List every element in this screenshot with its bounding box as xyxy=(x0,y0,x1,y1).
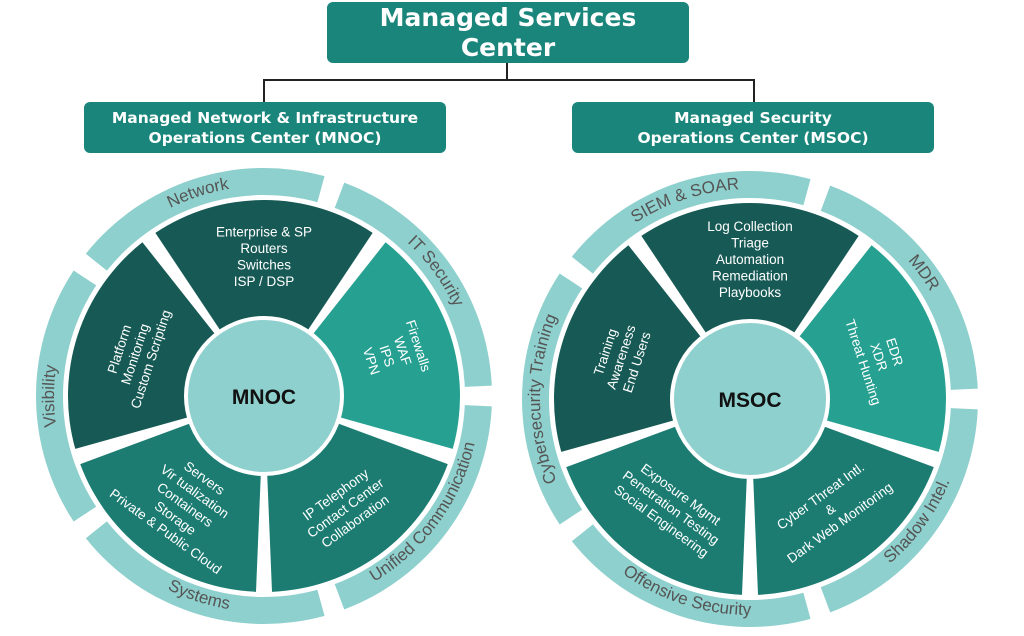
mnoc-segment-3 xyxy=(267,421,448,592)
mnoc-ring-segment-unified-communication xyxy=(334,405,492,610)
mnoc-segment-2 xyxy=(309,242,460,449)
msoc-segment-1-line: Playbooks xyxy=(719,285,782,300)
msoc-segment-2 xyxy=(795,245,947,452)
mnoc-ring-segment-systems xyxy=(85,521,325,624)
mnoc-segment-1 xyxy=(155,200,373,335)
msoc-title-box: Managed Security Operations Center (MSOC… xyxy=(572,102,934,153)
mnoc-hub xyxy=(184,316,344,476)
mnoc-hub-label: MNOC xyxy=(232,386,296,409)
msoc-title-line-2: Operations Center (MSOC) xyxy=(637,128,869,147)
mnoc-title-line-1: Managed Network & Infrastructure xyxy=(111,108,419,127)
mnoc-ring-label-visibility: Visibility xyxy=(39,363,60,428)
msoc-segment-1 xyxy=(641,202,859,338)
msoc-ring-segment-shadow-intel xyxy=(820,408,978,613)
mnoc-ring-label-path: Visibility xyxy=(39,363,60,428)
msoc-hub-label: MSOC xyxy=(719,389,782,412)
mnoc-segment-1-line: Enterprise & SP xyxy=(216,224,312,239)
msoc-title-line-1: Managed Security xyxy=(674,108,832,127)
connector-horizontal xyxy=(263,79,755,81)
title-line-1: Managed Services xyxy=(379,2,637,32)
msoc-hub xyxy=(670,319,830,479)
mnoc-segment-2-line: IPS xyxy=(376,343,397,368)
mnoc-ring-segment-it-security xyxy=(334,182,492,387)
mnoc-ring-segment-visibility xyxy=(36,270,97,522)
msoc-ring-segment-cybersecurity-training xyxy=(522,273,583,525)
mnoc-segment-1-line: Routers xyxy=(240,241,288,256)
msoc-segment-1-line: Log Collection xyxy=(707,219,793,234)
msoc-ring-segment-siem-soar xyxy=(571,171,811,274)
connector-vertical-top xyxy=(506,63,508,80)
msoc-segment-1-line: Automation xyxy=(716,252,784,267)
connector-right-down xyxy=(753,79,755,102)
msoc-ring-segment-mdr xyxy=(820,185,978,390)
msoc-segment-1-line: Triage xyxy=(731,236,769,251)
mnoc-segment-1-line: Switches xyxy=(237,257,291,272)
connector-left-down xyxy=(263,79,265,102)
mnoc-segment-1-line: ISP / DSP xyxy=(234,274,295,289)
mnoc-segment-4 xyxy=(80,421,261,592)
msoc-ring-segment-offensive-security xyxy=(571,524,811,628)
mnoc-ring-segment-network xyxy=(85,168,325,271)
mnoc-title-line-2: Operations Center (MNOC) xyxy=(148,128,382,147)
mnoc-segment-5 xyxy=(68,242,219,449)
msoc-segment-3 xyxy=(753,424,934,595)
title-line-2: Center xyxy=(460,32,556,62)
msoc-segment-4 xyxy=(566,424,747,595)
managed-services-center-title: Managed Services Center xyxy=(327,2,689,63)
mnoc-title-box: Managed Network & Infrastructure Operati… xyxy=(84,102,446,153)
msoc-segment-5 xyxy=(554,245,705,452)
msoc-segment-1-line: Remediation xyxy=(712,269,788,284)
